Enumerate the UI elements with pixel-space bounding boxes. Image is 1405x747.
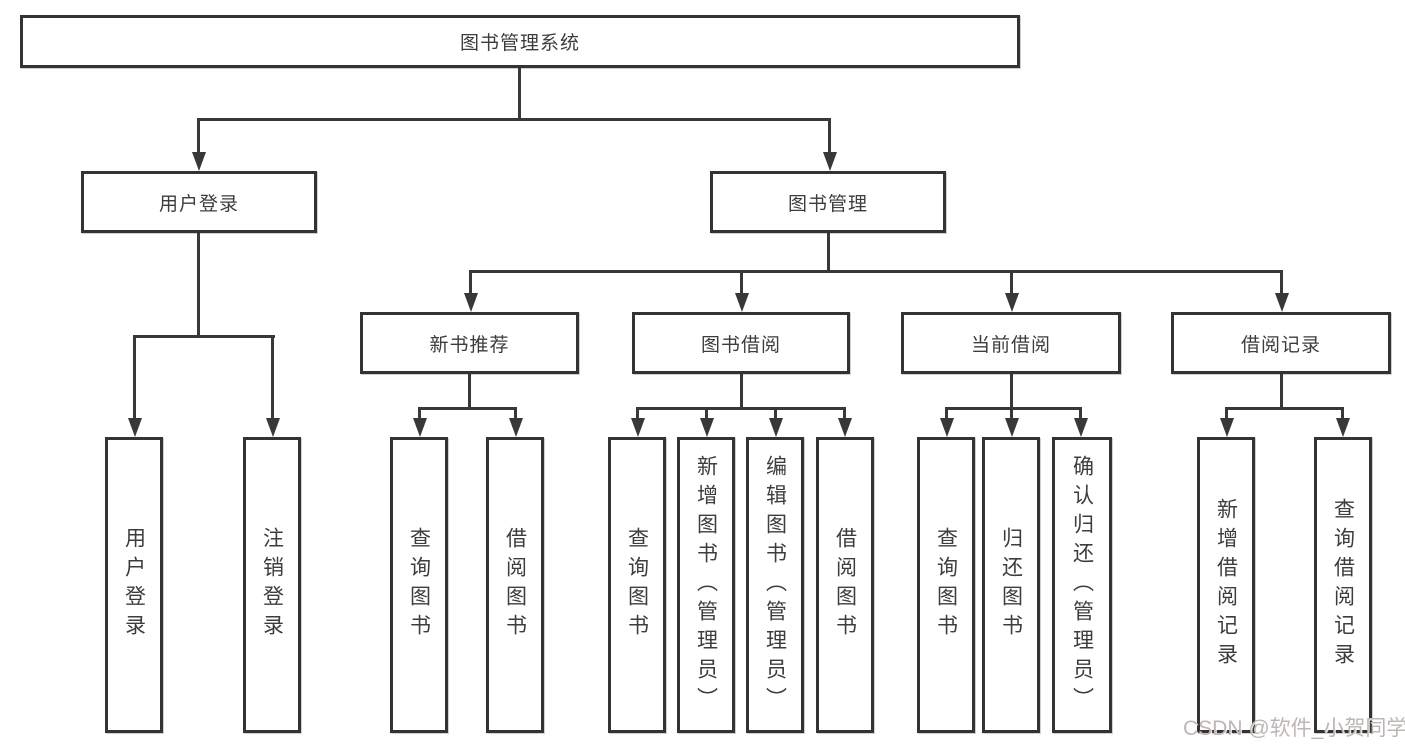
arrow-to-user-login-group [191, 118, 206, 171]
leaf-borrow-edit-books-admin: 编辑图书（管理员） [746, 437, 804, 733]
connector-borrow-bar [636, 407, 846, 410]
connector-user-bar [133, 335, 275, 338]
connector-records-stem [1280, 374, 1283, 409]
node-book-borrow: 图书借阅 [632, 312, 850, 374]
leaf-user-login: 用户登录 [105, 437, 163, 733]
arrow-to-current-confirm [1073, 407, 1088, 437]
arrow-to-current-query [939, 407, 954, 437]
arrow-to-recommend-borrow [508, 407, 523, 437]
leaf-current-confirm-return-admin: 确认归还（管理员） [1052, 437, 1112, 733]
arrow-to-records-add [1219, 407, 1234, 437]
leaf-borrow-add-books-admin: 新增图书（管理员） [677, 437, 735, 733]
leaf-current-query-books: 查询图书 [917, 437, 975, 733]
leaf-records-add-record: 新增借阅记录 [1197, 437, 1255, 733]
arrow-to-borrow-borrow [837, 407, 852, 437]
leaf-recommend-query-books: 查询图书 [390, 437, 448, 733]
connector-management-stem [827, 233, 830, 272]
node-borrow-records: 借阅记录 [1171, 312, 1391, 374]
leaf-borrow-query-books: 查询图书 [608, 437, 666, 733]
connector-user-stem [197, 233, 200, 337]
arrow-to-current-borrow [1004, 270, 1019, 312]
connector-records-bar [1225, 407, 1344, 410]
connector-recommend-stem [468, 374, 471, 409]
node-book-management: 图书管理 [710, 171, 946, 233]
connector-current-stem [1010, 374, 1013, 409]
arrow-to-borrow-edit [768, 407, 783, 437]
node-current-borrow: 当前借阅 [901, 312, 1121, 374]
arrow-to-borrow-query [630, 407, 645, 437]
connector-current-bar [945, 407, 1082, 410]
leaf-records-query-record: 查询借阅记录 [1314, 437, 1372, 733]
arrow-to-borrow-records [1274, 270, 1289, 312]
arrow-to-records-query [1335, 407, 1350, 437]
arrow-to-new-book-recommend [463, 270, 478, 312]
arrow-to-recommend-query [412, 407, 427, 437]
connector-root-stem [518, 68, 521, 120]
connector-root-bar [197, 118, 831, 121]
arrow-to-borrow-add [699, 407, 714, 437]
leaf-logout: 注销登录 [243, 437, 301, 733]
leaf-current-return-books: 归还图书 [982, 437, 1040, 733]
connector-management-bar [469, 270, 1283, 273]
node-new-book-recommend: 新书推荐 [360, 312, 579, 374]
node-user-login-group: 用户登录 [81, 171, 317, 233]
leaf-borrow-borrow-books: 借阅图书 [816, 437, 874, 733]
arrow-to-leaf-logout [265, 335, 280, 437]
connector-borrow-stem [740, 374, 743, 409]
arrow-to-leaf-user-login [127, 335, 142, 437]
arrow-to-book-management [822, 118, 837, 171]
csdn-watermark: CSDN @软件_小贺同学 [1183, 717, 1405, 740]
connector-recommend-bar [418, 407, 517, 410]
node-library-management-system: 图书管理系统 [20, 15, 1020, 68]
arrow-to-current-return [1004, 407, 1019, 437]
arrow-to-book-borrow [734, 270, 749, 312]
leaf-recommend-borrow-books: 借阅图书 [486, 437, 544, 733]
